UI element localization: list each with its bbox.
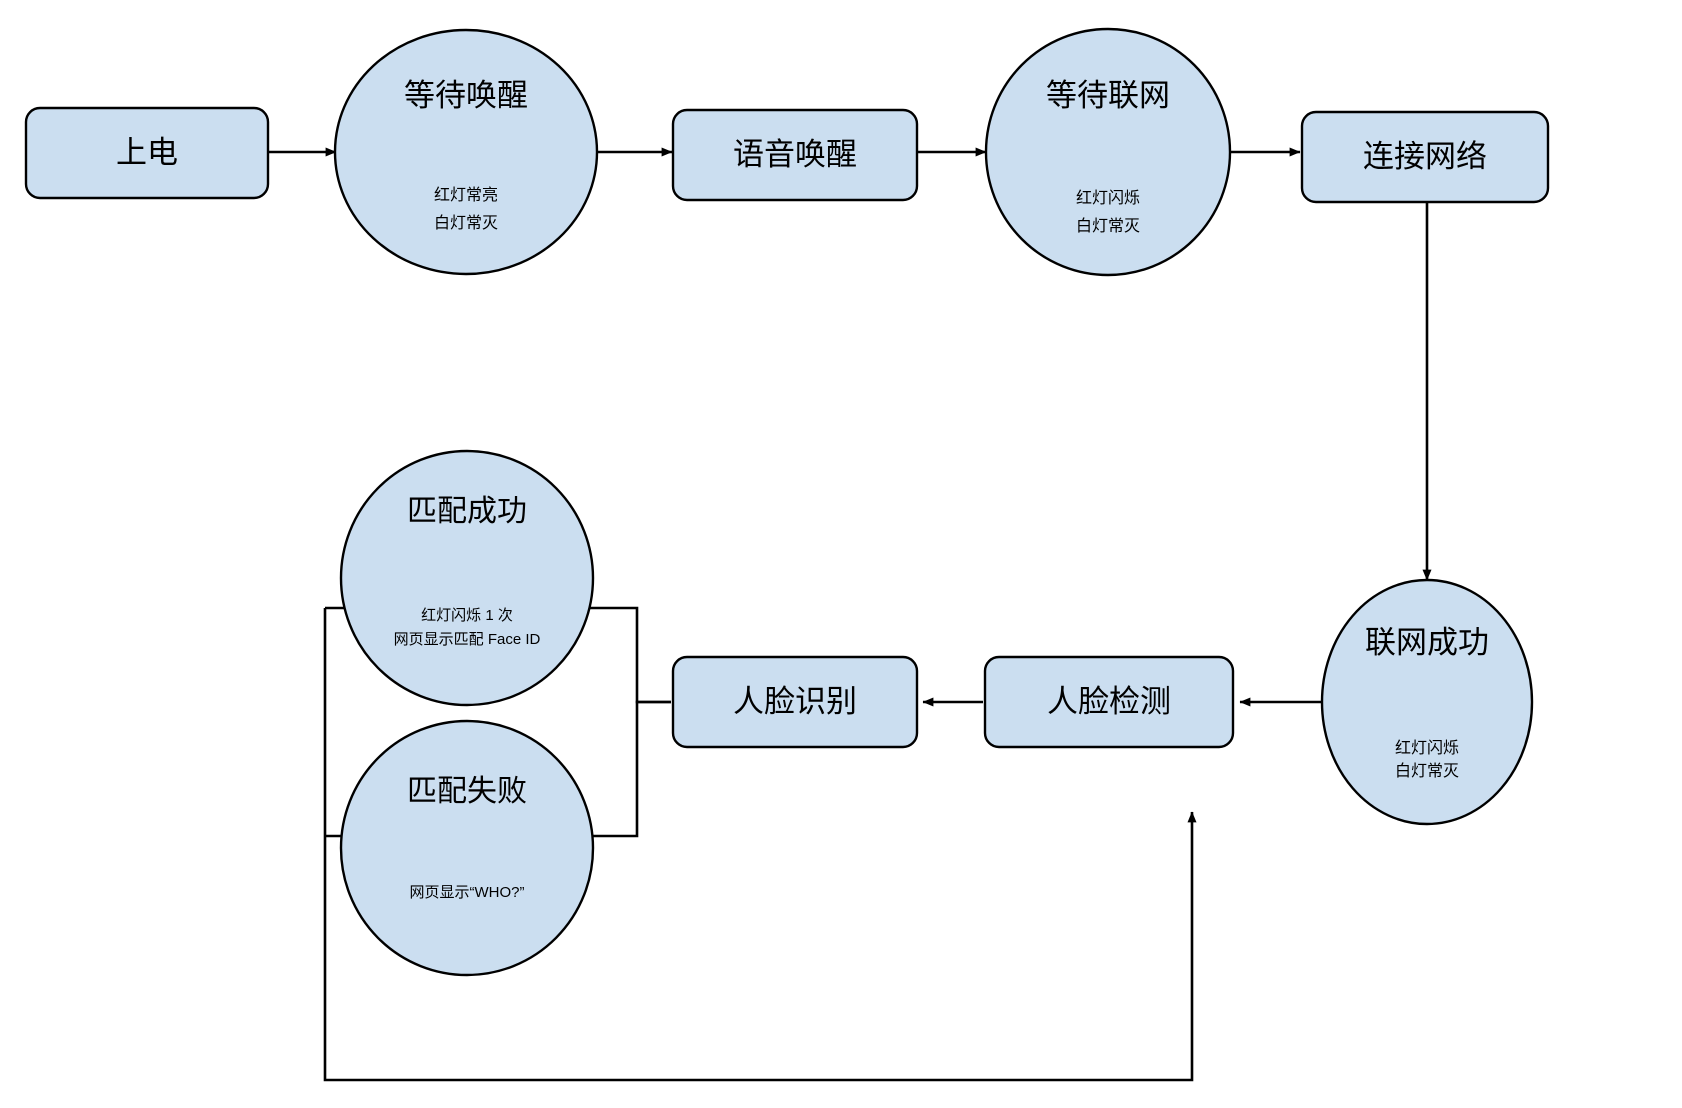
node-connect-network-label: 连接网络 [1363, 139, 1487, 174]
node-connect-network-shape[interactable] [1300, 110, 1550, 204]
node-wait-wake-sub-0: 红灯常亮 [434, 186, 498, 204]
node-network-success-label: 联网成功 [1365, 625, 1489, 660]
node-match-success-sub-1: 网页显示匹配 Face ID [394, 631, 541, 648]
node-wait-network-sub-1: 白灯常灭 [1076, 217, 1140, 235]
node-match-success-shape[interactable] [339, 449, 595, 707]
node-voice-wake[interactable]: 语音唤醒 [671, 108, 919, 202]
node-wait-wake-shape[interactable] [333, 28, 599, 276]
node-connect-network[interactable]: 连接网络 [1300, 110, 1550, 204]
node-power-on-label: 上电 [116, 135, 178, 170]
node-wait-network[interactable]: 等待联网 红灯闪烁 白灯常灭 [984, 27, 1232, 277]
node-voice-wake-label: 语音唤醒 [733, 137, 857, 172]
node-face-recognize-label: 人脸识别 [733, 684, 857, 719]
node-match-fail[interactable]: 匹配失败 网页显示“WHO?” [339, 719, 595, 977]
node-match-success-label: 匹配成功 [407, 495, 527, 528]
node-face-recognize[interactable]: 人脸识别 [671, 655, 919, 749]
node-face-detect-shape[interactable] [983, 655, 1235, 749]
node-voice-wake-shape[interactable] [671, 108, 919, 202]
node-face-detect-label: 人脸检测 [1047, 684, 1171, 719]
node-wait-wake-label: 等待唤醒 [404, 78, 528, 113]
node-power-on-shape[interactable] [24, 106, 270, 200]
node-power-on[interactable]: 上电 [24, 106, 270, 200]
node-match-fail-label: 匹配失败 [407, 775, 527, 808]
node-wait-wake[interactable]: 等待唤醒 红灯常亮 白灯常灭 [333, 28, 599, 276]
node-network-success[interactable]: 联网成功 红灯闪烁 白灯常灭 [1320, 578, 1534, 826]
node-match-success-sub-0: 红灯闪烁 1 次 [421, 607, 513, 624]
edge-match-fail-to-face-detect [323, 608, 1197, 1082]
node-face-detect[interactable]: 人脸检测 [983, 655, 1235, 749]
node-match-fail-shape[interactable] [339, 719, 595, 977]
node-face-recognize-shape[interactable] [671, 655, 919, 749]
node-wait-network-shape[interactable] [984, 27, 1232, 277]
node-wait-network-sub-0: 红灯闪烁 [1076, 189, 1140, 207]
node-wait-network-label: 等待联网 [1046, 78, 1170, 113]
node-network-success-sub-0: 红灯闪烁 [1395, 739, 1459, 757]
node-match-fail-sub-0: 网页显示“WHO?” [410, 884, 525, 901]
node-wait-wake-sub-1: 白灯常灭 [434, 214, 498, 232]
node-match-success[interactable]: 匹配成功 红灯闪烁 1 次 网页显示匹配 Face ID [339, 449, 595, 707]
node-network-success-sub-1: 白灯常灭 [1395, 762, 1459, 780]
node-network-success-shape[interactable] [1320, 578, 1534, 826]
